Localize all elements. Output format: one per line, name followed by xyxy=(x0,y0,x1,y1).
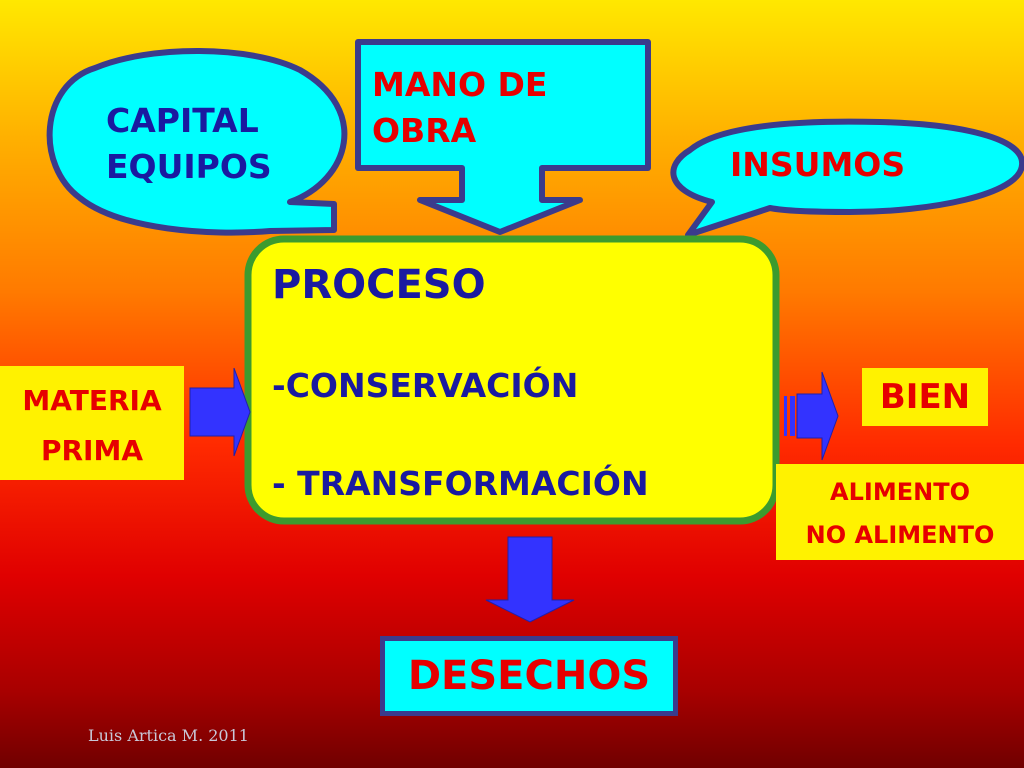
materia-prima-box: MATERIA PRIMA xyxy=(0,366,184,480)
capital-bubble xyxy=(46,48,348,236)
alimento-box: ALIMENTO NO ALIMENTO xyxy=(776,464,1024,560)
proceso-box xyxy=(244,235,780,525)
conservacion-item: -CONSERVACIÓN xyxy=(272,366,579,405)
mano-de-obra-label: MANO DE OBRA xyxy=(372,65,548,150)
bien-box: BIEN xyxy=(862,368,988,426)
desechos-label: DESECHOS xyxy=(407,653,651,699)
alimento-label: ALIMENTO xyxy=(830,478,970,506)
materia-prima-arrow xyxy=(189,367,251,457)
materia-label: MATERIA xyxy=(22,384,162,417)
insumos-label: INSUMOS xyxy=(730,145,906,184)
desechos-box: DESECHOS xyxy=(380,636,678,716)
footer-credit: Luis Artica M. 2011 xyxy=(88,726,249,745)
insumos-bubble xyxy=(670,118,1024,238)
bien-arrow-stripe-2 xyxy=(790,396,795,436)
proceso-title: PROCESO xyxy=(272,262,486,308)
prima-label: PRIMA xyxy=(40,434,144,467)
capital-equipos-label: CAPITAL EQUIPOS xyxy=(106,101,272,186)
bien-arrow-stripe-1 xyxy=(784,396,787,436)
no-alimento-label: NO ALIMENTO xyxy=(805,521,995,549)
bien-arrow xyxy=(796,371,839,461)
desechos-arrow xyxy=(485,536,575,623)
transformacion-item: - TRANSFORMACIÓN xyxy=(272,464,649,503)
bien-label: BIEN xyxy=(879,377,971,417)
mano-de-obra-callout xyxy=(355,39,651,235)
